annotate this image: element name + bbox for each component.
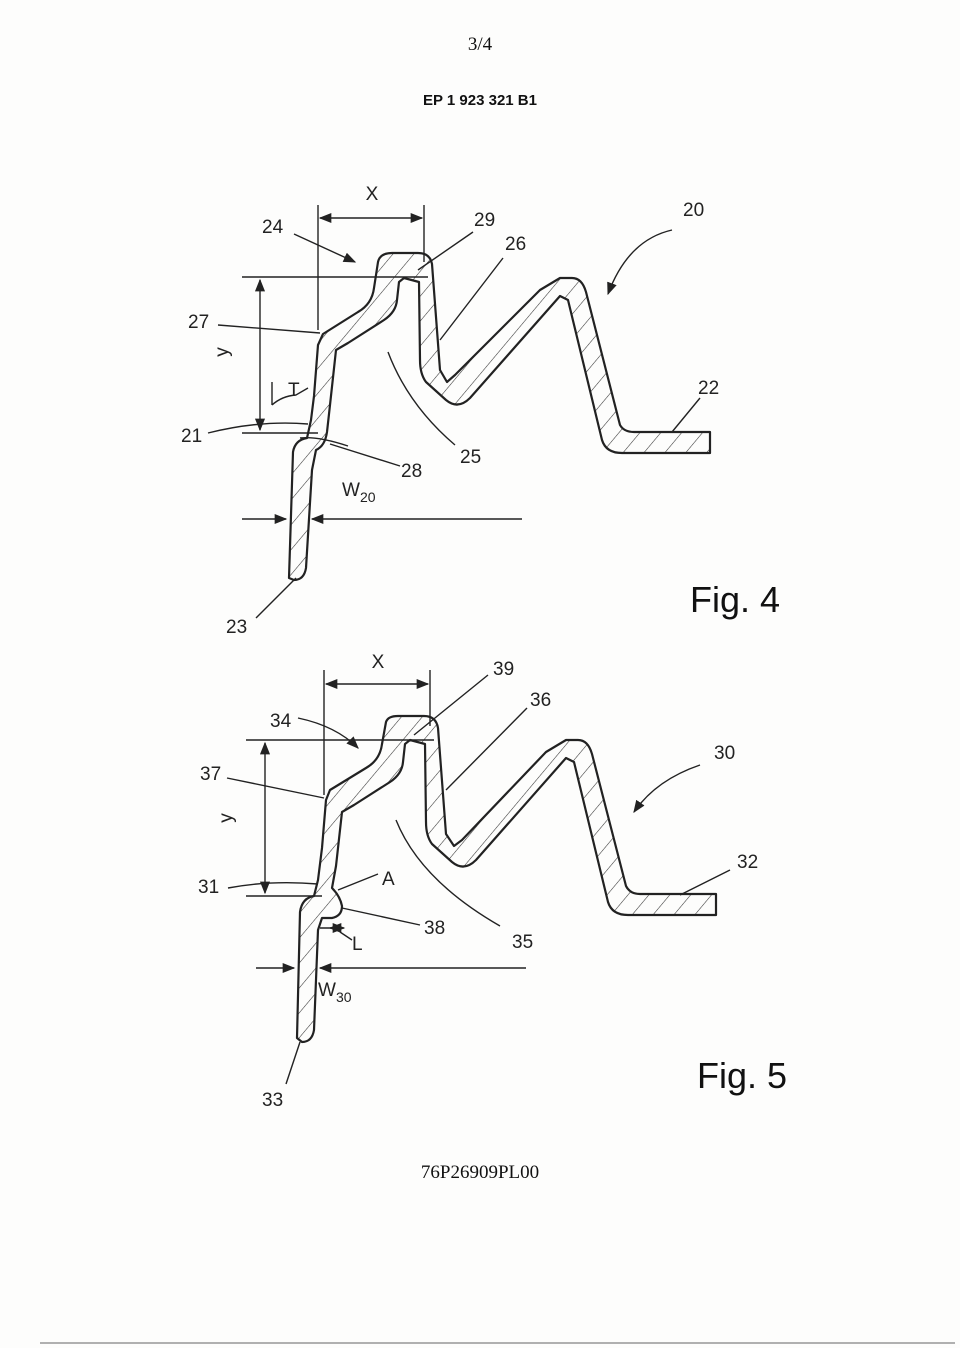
- page-number: 3/4: [467, 34, 493, 55]
- fig5-ref-36: 36: [530, 690, 551, 711]
- fig5-profile: [295, 714, 718, 1044]
- fig5-ref-a: A: [382, 869, 395, 890]
- publication-number: EP 1 923 321 B1: [423, 92, 537, 109]
- fig4-ref-27: 27: [188, 312, 209, 333]
- fig5-ref-30: 30: [714, 743, 735, 764]
- fig4-ref-25: 25: [460, 447, 481, 468]
- fig5-caption: Fig. 5: [697, 1055, 787, 1096]
- fig4-dim-x: X: [366, 184, 379, 205]
- fig4-ref-22: 22: [698, 378, 719, 399]
- fig5-ref-33: 33: [262, 1090, 283, 1111]
- fig5-ref-32: 32: [737, 852, 758, 873]
- fig5-dim-l: L: [352, 934, 363, 955]
- fig4-ref-21: 21: [181, 426, 202, 447]
- fig5-ref-31: 31: [198, 877, 219, 898]
- fig5-ref-35: 35: [512, 932, 533, 953]
- fig4-ref-24: 24: [262, 217, 284, 238]
- figure-5: X y L W30: [198, 652, 787, 1111]
- fig4-profile: [287, 251, 712, 582]
- fig4-angle-t: T: [288, 380, 300, 401]
- fig4-ref-23: 23: [226, 617, 247, 638]
- fig5-ref-37: 37: [200, 764, 221, 785]
- fig5-ref-38: 38: [424, 918, 445, 939]
- fig4-caption: Fig. 4: [690, 579, 780, 620]
- fig5-ref-39: 39: [493, 659, 514, 680]
- fig4-ref-28: 28: [401, 461, 422, 482]
- document-code: 76P26909PL00: [420, 1162, 540, 1183]
- fig5-dim-y: y: [216, 813, 237, 823]
- fig5-ref-34: 34: [270, 711, 292, 732]
- fig5-dim-w: W30: [318, 980, 352, 1005]
- fig5-dim-x: X: [372, 652, 385, 673]
- fig4-dim-y: y: [212, 347, 233, 357]
- fig4-ref-29: 29: [474, 210, 495, 231]
- fig4-ref-20: 20: [683, 200, 704, 221]
- fig4-ref-26: 26: [505, 234, 526, 255]
- fig4-dim-w: W20: [342, 480, 376, 505]
- figure-4: X y T W20 24 27 21: [181, 184, 780, 638]
